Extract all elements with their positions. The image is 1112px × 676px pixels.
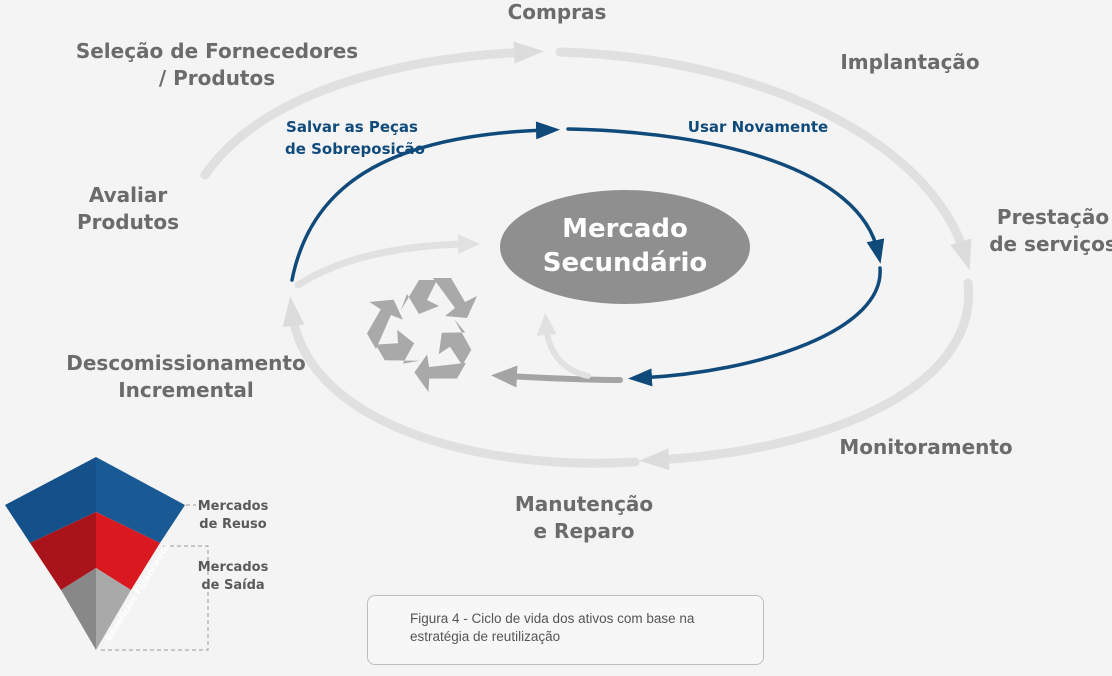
pyramid-blue-right bbox=[96, 457, 185, 543]
pyramid-blue-left bbox=[5, 457, 96, 543]
stage-avaliar-line1: Avaliar bbox=[89, 183, 168, 207]
pyramid-red-left bbox=[30, 512, 96, 590]
pyramid-gray-left bbox=[61, 568, 96, 650]
pyramid-gray-right bbox=[96, 568, 131, 650]
pyramid-bracket bbox=[100, 504, 209, 651]
light-gray-arrow bbox=[536, 313, 591, 379]
stage-descom-line1: Descomissionamento bbox=[66, 351, 305, 375]
dark-gray-arrow bbox=[491, 365, 623, 388]
stage-prestacao-line2: de serviços bbox=[989, 232, 1112, 256]
inner-salvar-line1: Salvar as Peças bbox=[286, 118, 418, 136]
inner-cycle bbox=[290, 121, 885, 387]
inner-salvar-line2: de Sobreposição bbox=[285, 140, 425, 158]
gray-arrow-to-center bbox=[294, 234, 480, 289]
stage-selecao-line2: / Produtos bbox=[159, 66, 275, 90]
outer-arrow-right-top bbox=[555, 47, 972, 271]
pyramid-saida-line1: Mercados bbox=[198, 560, 269, 575]
outer-cycle bbox=[200, 41, 974, 471]
outer-arrow-left-bottom bbox=[282, 296, 640, 468]
stage-monitoramento: Monitoramento bbox=[839, 435, 1012, 459]
stage-selecao-line1: Seleção de Fornecedores bbox=[76, 39, 358, 63]
pyramid-saida-line2: de Saída bbox=[201, 578, 264, 593]
caption-line2: estratégia de reutilização bbox=[410, 629, 561, 644]
pyramid-reuso-line2: de Reuso bbox=[199, 517, 266, 532]
stage-descom-line2: Incremental bbox=[118, 378, 254, 402]
pyramid-red-right bbox=[96, 512, 160, 590]
stage-avaliar-line2: Produtos bbox=[77, 210, 179, 234]
outer-arrow-right-bottom bbox=[639, 278, 974, 471]
stage-prestacao-line1: Prestação bbox=[997, 205, 1109, 229]
markets-pyramid: Benefícios Financeiros Mercados de Reuso… bbox=[5, 457, 269, 651]
stage-compras: Compras bbox=[508, 0, 607, 24]
pyramid-reuso-line1: Mercados bbox=[198, 499, 269, 514]
outer-arrow-left-top bbox=[200, 41, 544, 180]
inner-arrow-bottom bbox=[628, 266, 882, 387]
inner-arrow-left bbox=[290, 121, 560, 282]
center-ellipse bbox=[500, 190, 750, 304]
stage-implantacao: Implantação bbox=[840, 50, 979, 74]
stage-manutencao-line1: Manutenção bbox=[515, 492, 653, 516]
recycle-icon bbox=[366, 278, 477, 393]
center-label-line2: Secundário bbox=[543, 248, 708, 278]
inner-arrow-top-right bbox=[566, 127, 885, 264]
inner-usar: Usar Novamente bbox=[688, 118, 828, 136]
center-label-line1: Mercado bbox=[562, 214, 688, 244]
caption-line1: Figura 4 - Ciclo de vida dos ativos com … bbox=[410, 611, 695, 626]
stage-manutencao-line2: e Reparo bbox=[534, 519, 635, 543]
figure-caption: Figura 4 - Ciclo de vida dos ativos com … bbox=[367, 595, 764, 665]
